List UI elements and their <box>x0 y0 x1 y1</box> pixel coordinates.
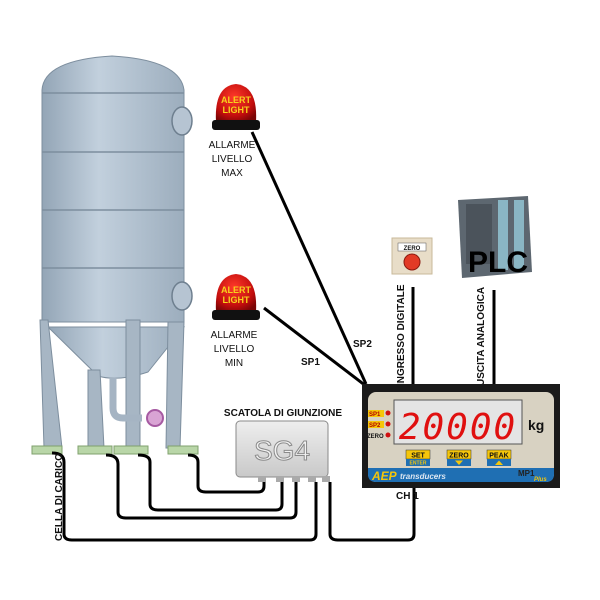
lower-manhole <box>171 281 193 311</box>
alarm-max-label-2: LIVELLO <box>212 154 253 165</box>
storage-tank <box>31 55 199 455</box>
alarm-min-label-3: MIN <box>225 358 243 369</box>
down-arrow-icon <box>455 460 463 465</box>
zero-pushbutton: ZERO <box>391 237 433 275</box>
alarm-max-label-1: ALLARME <box>209 140 256 151</box>
load-cell-base-1 <box>31 445 63 455</box>
load-cell-cables <box>51 451 416 542</box>
load-cell-base-3 <box>113 445 149 455</box>
valve-handwheel-icon <box>146 409 164 427</box>
led-sp2-label: SP2 <box>369 423 381 429</box>
alarm-min-label-2: LIVELLO <box>214 344 255 355</box>
zero-button-label: ZERO <box>449 453 469 460</box>
zero-plate-label: ZERO <box>404 246 421 252</box>
alarm-min-label-1: ALLARME <box>211 330 258 341</box>
plc-label: PLC <box>468 246 528 279</box>
alarm-max-light-text-1: ALERT <box>221 95 251 105</box>
load-cell-label: CELLA DI CARICO <box>54 453 65 541</box>
alarm-min-light-text-2: LIGHT <box>223 295 250 305</box>
load-cell-base-4 <box>167 445 199 455</box>
alarm-max-label-3: MAX <box>221 168 243 179</box>
led-sp1-label: SP1 <box>369 412 381 418</box>
led-sp1-icon <box>385 410 391 416</box>
digital-input-label: INGRESSO DIGITALE <box>396 284 407 386</box>
led-sp2-icon <box>385 421 391 427</box>
model-sub-label: Plus <box>534 477 547 483</box>
indicator-unit: kg <box>528 417 544 433</box>
indicator-display-value: 20000 <box>399 407 517 448</box>
plc-unit: PLC <box>458 196 532 279</box>
junction-box-model: SG4 <box>254 435 310 466</box>
sp2-wire <box>250 131 368 385</box>
set-button-label: SET <box>411 453 425 460</box>
alarm-light-min: ALERT LIGHT ALLARME LIVELLO MIN <box>211 274 260 369</box>
analog-output-label: USCITA ANALOGICA <box>476 287 487 386</box>
enter-button-label: ENTER <box>410 461 427 467</box>
peak-up-button[interactable]: PEAK <box>486 449 512 466</box>
alarm-min-light-text-1: ALERT <box>221 285 251 295</box>
sp1-label: SP1 <box>301 357 320 368</box>
alarm-max-light-text-2: LIGHT <box>223 105 250 115</box>
weight-indicator: 20000 kg SP1 SP2 ZERO SET ENTER ZERO PEA… <box>362 384 560 488</box>
set-enter-button[interactable]: SET ENTER <box>405 449 431 467</box>
zero-down-button[interactable]: ZERO <box>446 449 472 466</box>
sp1-wire <box>263 306 367 388</box>
peak-button-label: PEAK <box>489 453 508 460</box>
upper-manhole <box>171 106 193 136</box>
load-cell-base-2 <box>77 445 113 455</box>
ch1-label: CH 1 <box>396 491 419 502</box>
junction-box-title: SCATOLA DI GIUNZIONE <box>224 408 342 419</box>
alarm-light-max: ALERT LIGHT ALLARME LIVELLO MAX <box>209 84 260 179</box>
brand-logo: AEP <box>371 469 398 483</box>
led-zero-label: ZERO <box>367 434 384 440</box>
sp2-label: SP2 <box>353 339 372 350</box>
junction-box: SCATOLA DI GIUNZIONE SG4 <box>224 408 342 482</box>
led-zero-icon <box>385 432 391 438</box>
model-label: MP1 <box>518 469 535 478</box>
brand-subtitle: transducers <box>400 472 446 481</box>
up-arrow-icon <box>495 460 503 465</box>
